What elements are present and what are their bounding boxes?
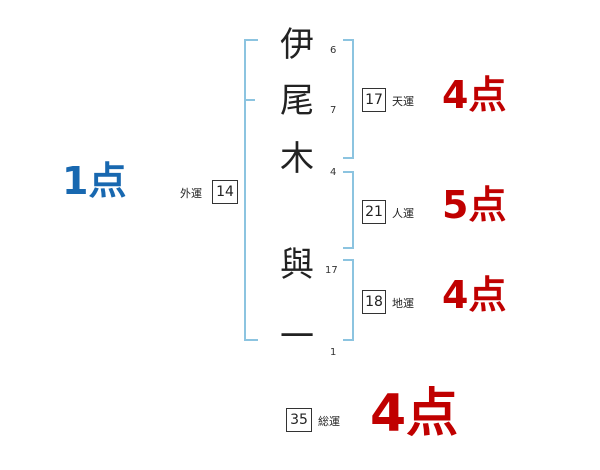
stroke-count-3: 4 (330, 167, 337, 178)
soukaku-label: 総運 (318, 415, 340, 428)
gaikaku-value: 14 (212, 180, 238, 204)
stroke-count-5: 1 (330, 347, 337, 358)
chikaku-bracket (343, 259, 354, 341)
name-char-3: 木 (280, 139, 314, 179)
gaikaku-score: 1点 (62, 159, 127, 203)
jinkaku-value: 21 (362, 200, 386, 224)
jinkaku-label: 人運 (392, 207, 414, 220)
tenkaku-value: 17 (362, 88, 386, 112)
soukaku-score: 4点 (370, 384, 459, 444)
gaikaku-label: 外運 (180, 187, 202, 200)
name-char-1: 伊 (280, 25, 314, 65)
tenkaku-score: 4点 (442, 73, 507, 117)
stroke-count-4: 17 (325, 265, 338, 276)
jinkaku-bracket (343, 171, 354, 249)
jinkaku-score: 5点 (442, 183, 507, 227)
tenkaku-label: 天運 (392, 95, 414, 108)
stroke-count-1: 6 (330, 45, 337, 56)
chikaku-value: 18 (362, 290, 386, 314)
outer-bracket (244, 39, 258, 341)
name-char-4: 與 (280, 245, 314, 285)
stroke-count-2: 7 (330, 105, 337, 116)
soukaku-value: 35 (286, 408, 312, 432)
tenkaku-bracket (343, 39, 354, 159)
name-char-2: 尾 (280, 81, 314, 121)
chikaku-label: 地運 (392, 297, 414, 310)
chikaku-score: 4点 (442, 273, 507, 317)
name-char-5: 一 (280, 317, 314, 357)
